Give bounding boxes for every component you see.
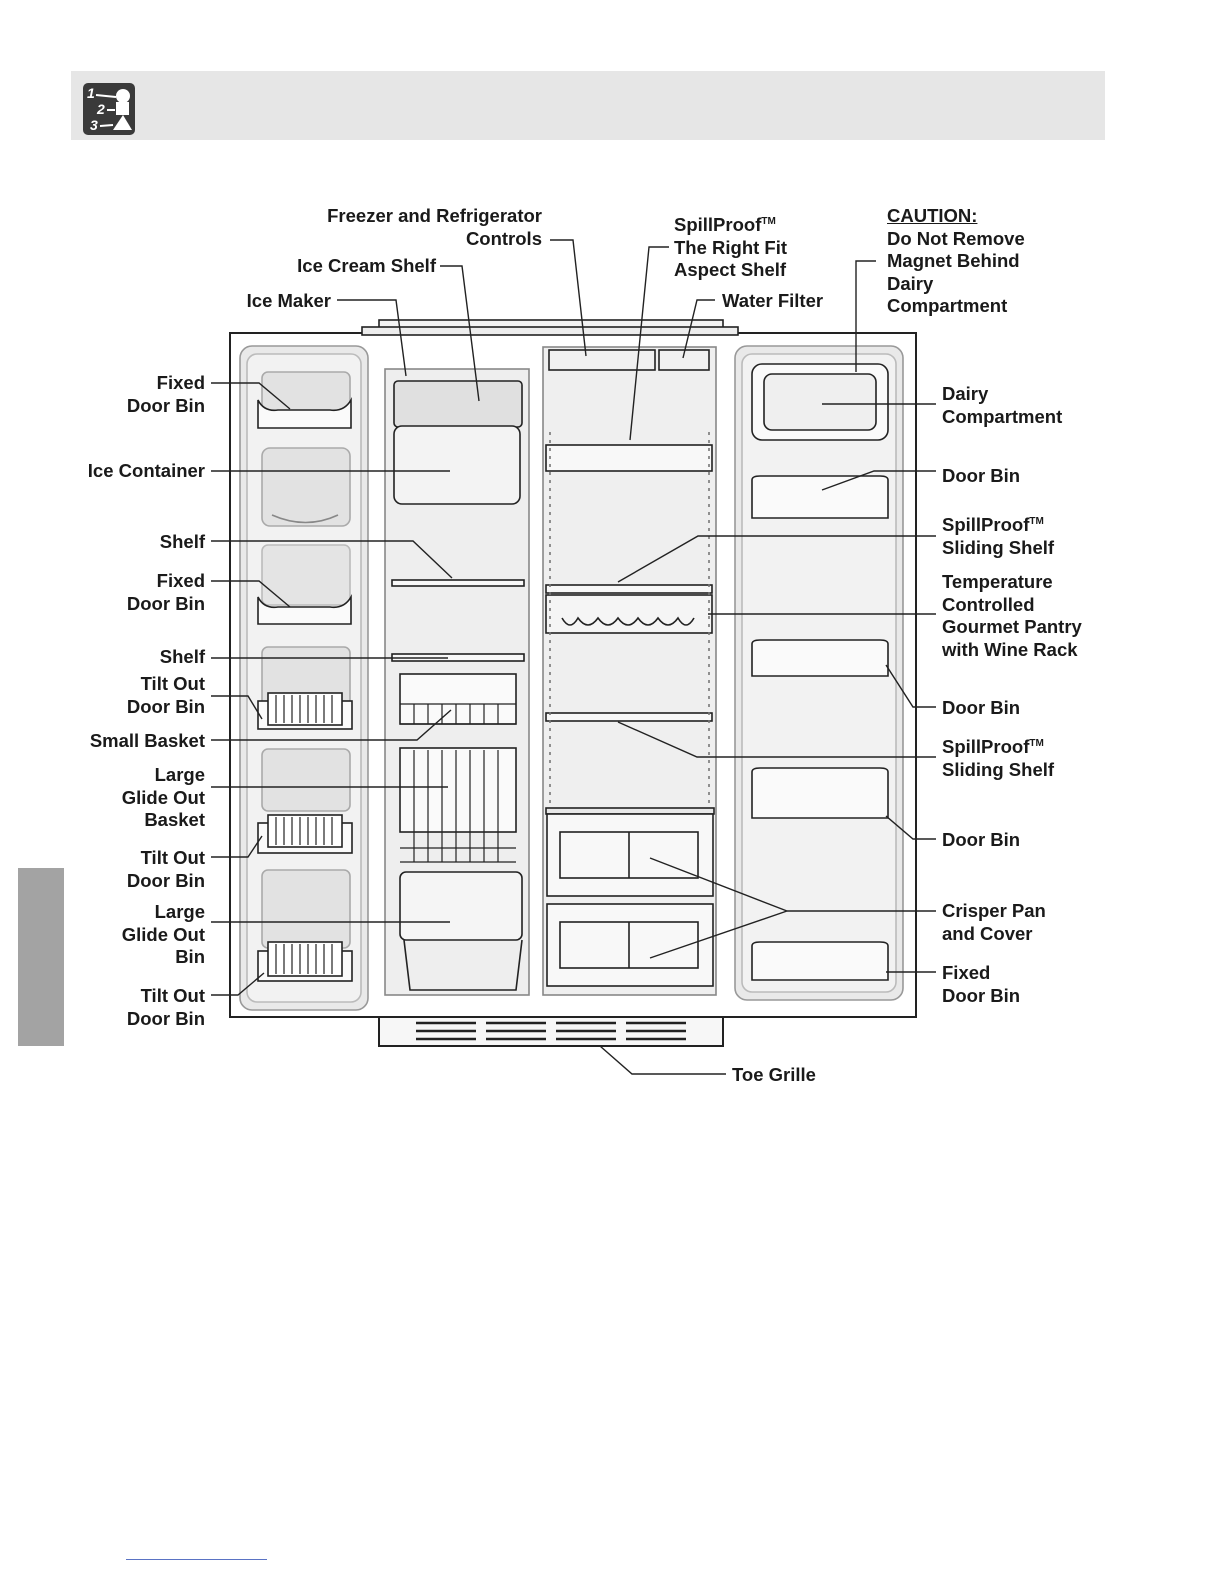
baskets-detail bbox=[275, 695, 516, 974]
numbered-steps-icon: 1 2 3 bbox=[83, 83, 135, 135]
large-basket-grid bbox=[400, 750, 516, 863]
label-caution: CAUTION: Do Not Remove Magnet Behind Dai… bbox=[887, 205, 1025, 317]
label-ice-maker: Ice Maker bbox=[246, 290, 331, 311]
side-tab bbox=[18, 868, 64, 1046]
label-crisper-pan-and-cover: Crisper Pan and Cover bbox=[942, 900, 1046, 944]
label-tilt-out-door-bin-3: Tilt Out Door Bin bbox=[126, 985, 205, 1029]
label-small-basket: Small Basket bbox=[89, 730, 205, 751]
footer-link-line bbox=[126, 1559, 267, 1560]
label-tilt-out-door-bin-1: Tilt Out Door Bin bbox=[126, 673, 205, 717]
label-dairy-compartment: Dairy Compartment bbox=[942, 383, 1063, 427]
label-door-bin-2: Door Bin bbox=[942, 697, 1021, 718]
label-spillproof-sliding-shelf-2: SpillProofTM Sliding Shelf bbox=[942, 736, 1055, 780]
tilt-out-bin-2-slats bbox=[275, 817, 333, 845]
label-water-filter: Water Filter bbox=[722, 290, 824, 311]
step-number-3: 3 bbox=[90, 117, 98, 133]
tilt-out-bin-1-slats bbox=[275, 695, 333, 723]
label-shelf-1: Shelf bbox=[159, 531, 205, 552]
small-basket-grid bbox=[400, 703, 516, 725]
label-temperature-controlled-pantry: Temperature Controlled Gourmet Pantry wi… bbox=[942, 571, 1082, 660]
step-number-2: 2 bbox=[96, 101, 105, 117]
label-fixed-door-bin-1: Fixed Door Bin bbox=[126, 372, 205, 416]
label-door-bin-1: Door Bin bbox=[942, 465, 1021, 486]
label-large-glide-out-bin: Large Glide Out Bin bbox=[121, 901, 205, 968]
step-number-1: 1 bbox=[87, 85, 95, 101]
label-tilt-out-door-bin-2: Tilt Out Door Bin bbox=[126, 847, 205, 891]
caution-title: CAUTION: bbox=[887, 205, 978, 226]
label-spillproof-aspect-shelf: SpillProofTM The Right Fit Aspect Shelf bbox=[674, 214, 788, 281]
label-door-bin-3: Door Bin bbox=[942, 829, 1021, 850]
tilt-out-bin-3-slats bbox=[275, 944, 333, 974]
label-ice-container: Ice Container bbox=[87, 460, 205, 481]
label-spillproof-sliding-shelf-1: SpillProofTM Sliding Shelf bbox=[942, 514, 1055, 558]
label-large-glide-out-basket: Large Glide Out Basket bbox=[121, 764, 205, 831]
label-fixed-door-bin-3: Fixed Door Bin bbox=[942, 962, 1021, 1006]
label-freezer-controls: Freezer and Refrigerator Controls bbox=[327, 205, 542, 249]
header-bar bbox=[71, 71, 1105, 140]
label-toe-grille: Toe Grille bbox=[732, 1064, 816, 1085]
label-shelf-2: Shelf bbox=[159, 646, 205, 667]
label-fixed-door-bin-2: Fixed Door Bin bbox=[126, 570, 205, 614]
leader-lines bbox=[211, 239, 936, 1075]
label-ice-cream-shelf: Ice Cream Shelf bbox=[297, 255, 436, 276]
